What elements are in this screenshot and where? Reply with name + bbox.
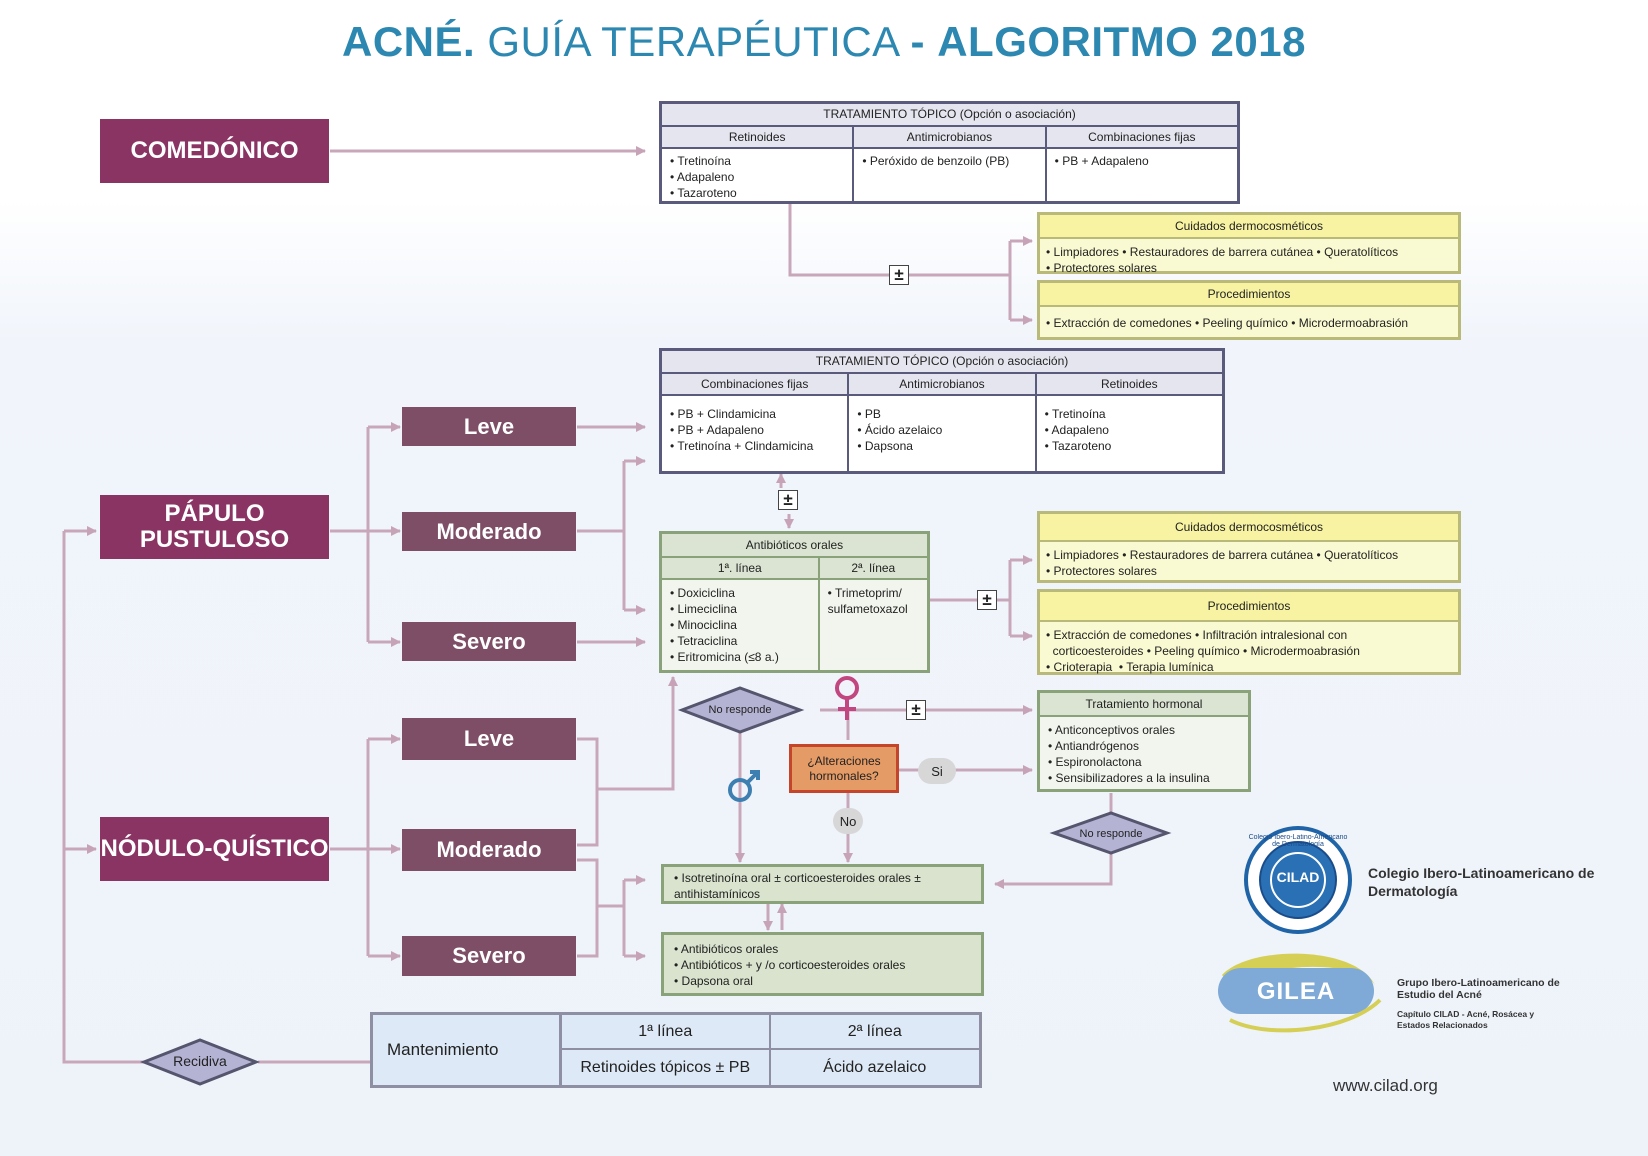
maintenance-label: Mantenimiento <box>373 1015 562 1085</box>
female-symbol-icon <box>835 676 859 720</box>
hormonal-alterations-question: ¿Alteraciones hormonales? <box>789 744 899 793</box>
answer-no: No <box>833 808 863 834</box>
severity-severo-papulo: Severo <box>402 622 576 661</box>
topical-treatment-comedonico: TRATAMIENTO TÓPICO (Opción o asociación)… <box>659 101 1240 204</box>
dermocosmetic-care-2: Cuidados dermocosméticos • Limpiadores •… <box>1037 511 1461 583</box>
oral-antibiotics-box: Antibióticos orales 1ª. línea Doxiciclin… <box>659 531 930 673</box>
category-nodulo-quistico: NÓDULO-QUÍSTICO <box>100 817 329 881</box>
cilad-seal-logo <box>1244 826 1352 934</box>
maintenance-first-line-header: 1ª línea <box>562 1015 771 1050</box>
answer-si: Si <box>918 758 956 784</box>
dermocosmetic-care-1: Cuidados dermocosméticos • Limpiadores •… <box>1037 212 1461 275</box>
plus-minus-badge: ± <box>778 490 798 510</box>
hormonal-treatment-box: Tratamiento hormonal Anticonceptivos ora… <box>1037 690 1251 792</box>
page-title: ACNÉ. GUÍA TERAPÉUTICA - ALGORITMO 2018 <box>342 18 1306 65</box>
website-link[interactable]: www.cilad.org <box>1333 1076 1438 1095</box>
category-comedonico: COMEDÓNICO <box>100 119 329 183</box>
male-symbol-icon <box>728 770 760 802</box>
procedures-2: Procedimientos • Extracción de comedones… <box>1037 589 1461 675</box>
plus-minus-badge: ± <box>889 265 909 285</box>
category-papulo-pustuloso: PÁPULO PUSTULOSO <box>100 495 329 559</box>
severity-leve-nodulo: Leve <box>402 718 576 760</box>
decision-diamond-no-responde-2 <box>1049 811 1172 855</box>
cilad-name: Colegio Ibero-Latinoamericano de Dermato… <box>1368 865 1595 899</box>
severity-moderado-nodulo: Moderado <box>402 829 576 871</box>
gilea-logo-text: GILEA <box>1256 978 1336 1005</box>
isotretinoin-box: Isotretinoína oral ± corticoesteroides o… <box>661 864 984 904</box>
cilad-seal-letters: CILAD <box>1276 869 1320 885</box>
recidiva-label: Recidiva <box>173 1053 227 1069</box>
topical-treatment-papulo: TRATAMIENTO TÓPICO (Opción o asociación)… <box>659 348 1225 474</box>
decision-no-responde-label-2: No responde <box>1079 828 1143 840</box>
plus-minus-badge: ± <box>977 590 997 610</box>
maintenance-second-line-value: Ácido azelaico <box>823 1058 927 1076</box>
gilea-logo <box>1218 953 1382 1033</box>
maintenance-table: Mantenimiento 1ª línea 2ª línea Retinoid… <box>370 1012 982 1088</box>
oral-antibiotics-corticosteroids-box: Antibióticos oralesAntibióticos + y /o c… <box>661 932 984 996</box>
plus-minus-badge: ± <box>906 700 926 720</box>
decision-no-responde-label: No responde <box>708 704 772 716</box>
procedures-1: Procedimientos • Extracción de comedones… <box>1037 280 1461 340</box>
decision-diamond-recidiva <box>139 1038 261 1086</box>
cilad-seal-text: Colegio Ibero-Latino-Americano de Dermat… <box>1248 834 1348 848</box>
maintenance-second-line-header: 2ª línea <box>770 1015 979 1050</box>
maintenance-first-line-value: Retinoides tópicos ± PB <box>562 1050 771 1085</box>
severity-severo-nodulo: Severo <box>402 936 576 976</box>
severity-moderado-papulo: Moderado <box>402 512 576 551</box>
gilea-subtitle: Capítulo CILAD - Acné, Rosácea y Estados… <box>1397 1009 1535 1030</box>
severity-leve-papulo: Leve <box>402 407 576 446</box>
decision-diamond-no-responde-1 <box>677 686 805 734</box>
gilea-name: Grupo Ibero-Latinoamericano de Estudio d… <box>1397 977 1560 1001</box>
